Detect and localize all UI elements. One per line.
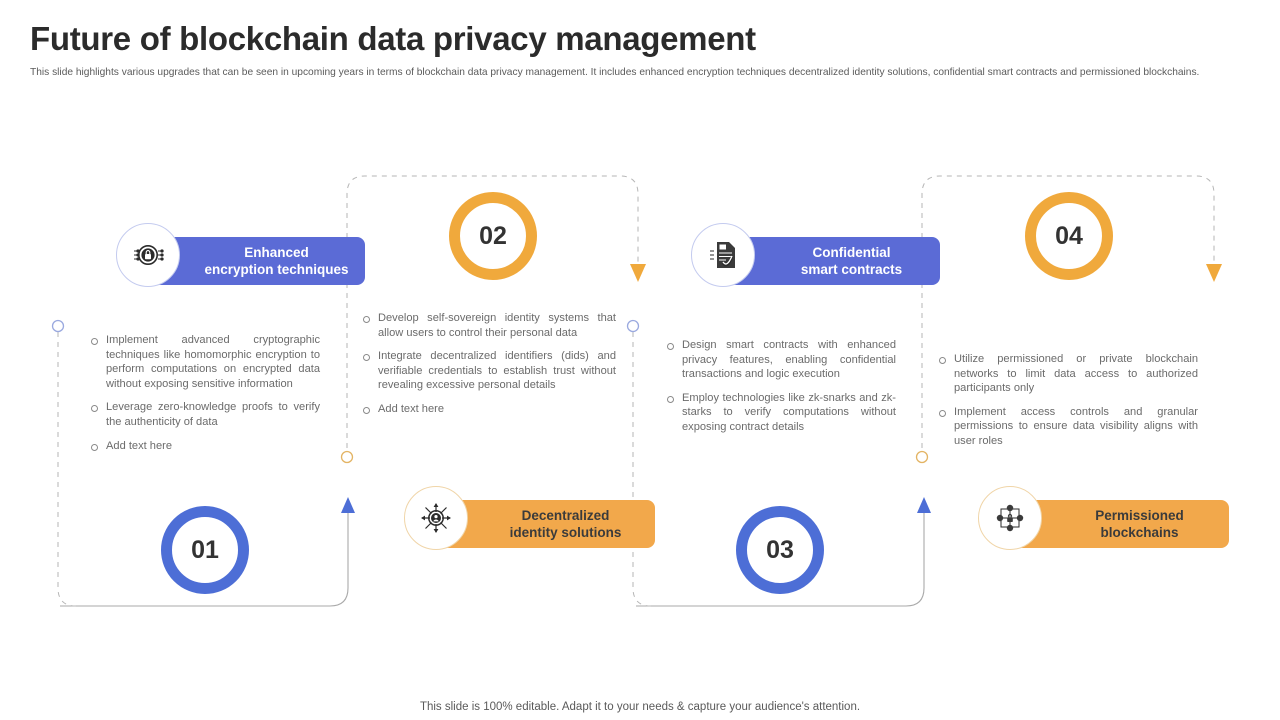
pill-label-line1: Permissioned (1095, 508, 1184, 523)
list-item: Employ technologies like zk-snarks and z… (664, 391, 896, 435)
step-number-04: 04 (1025, 192, 1113, 280)
arrow-up-1 (341, 497, 355, 513)
step-number-label: 03 (766, 535, 794, 564)
pill-label-line1: Enhanced (244, 245, 309, 260)
node-dot-4 (915, 450, 929, 464)
bullet-list-4: Utilize permissioned or private blockcha… (936, 352, 1198, 458)
pill-label: Confidential smart contracts (779, 244, 924, 278)
pill-label: Permissioned blockchains (1066, 507, 1213, 541)
decentralized-identity-icon (404, 486, 468, 550)
step-number-label: 02 (479, 221, 507, 250)
list-item: Utilize permissioned or private blockcha… (936, 352, 1198, 396)
list-item: Implement access controls and granular p… (936, 405, 1198, 449)
node-dot-2 (340, 450, 354, 464)
step-number-03: 03 (736, 506, 824, 594)
list-item: Develop self-sovereign identity systems … (360, 311, 616, 340)
pill-confidential-smart-contracts[interactable]: Confidential smart contracts (691, 223, 940, 287)
pill-permissioned-blockchains[interactable]: Permissioned blockchains (978, 486, 1229, 550)
step-number-01: 01 (161, 506, 249, 594)
node-dot-1 (51, 319, 65, 333)
pill-label-line2: smart contracts (800, 262, 903, 277)
pill-label: Enhanced encryption techniques (204, 244, 349, 278)
page-title: Future of blockchain data privacy manage… (30, 20, 756, 57)
list-item: Leverage zero-knowledge proofs to verify… (88, 400, 320, 429)
step-number-label: 01 (191, 535, 219, 564)
pill-label-line1: Decentralized (521, 508, 610, 523)
pill-label-line2: blockchains (1100, 525, 1179, 540)
lock-circuit-icon (116, 223, 180, 287)
node-dot-3 (626, 319, 640, 333)
list-item: Design smart contracts with enhanced pri… (664, 338, 896, 382)
arrow-up-3 (917, 497, 931, 513)
pill-label-line1: Confidential (812, 245, 891, 260)
bullet-list-1: Implement advanced cryptographic techniq… (88, 333, 320, 462)
step-number-label: 04 (1055, 221, 1083, 250)
page-subtitle: This slide highlights various upgrades t… (30, 67, 1200, 78)
permissioned-network-icon (978, 486, 1042, 550)
pill-decentralized-identity-solutions[interactable]: Decentralized identity solutions (404, 486, 655, 550)
list-item: Add text here (88, 439, 320, 454)
smart-contract-document-icon (691, 223, 755, 287)
pill-label-line2: encryption techniques (204, 262, 349, 277)
list-item: Integrate decentralized identifiers (did… (360, 349, 616, 393)
pill-enhanced-encryption-techniques[interactable]: Enhanced encryption techniques (116, 223, 365, 287)
pill-label-line2: identity solutions (509, 525, 622, 540)
step-number-02: 02 (449, 192, 537, 280)
arrow-down-4 (1206, 264, 1222, 282)
pill-label: Decentralized identity solutions (492, 507, 639, 541)
list-item: Implement advanced cryptographic techniq… (88, 333, 320, 391)
footer-note: This slide is 100% editable. Adapt it to… (419, 701, 861, 713)
arrow-down-2 (630, 264, 646, 282)
list-item: Add text here (360, 402, 616, 417)
bullet-list-2: Develop self-sovereign identity systems … (360, 311, 616, 426)
bullet-list-3: Design smart contracts with enhanced pri… (664, 338, 896, 444)
